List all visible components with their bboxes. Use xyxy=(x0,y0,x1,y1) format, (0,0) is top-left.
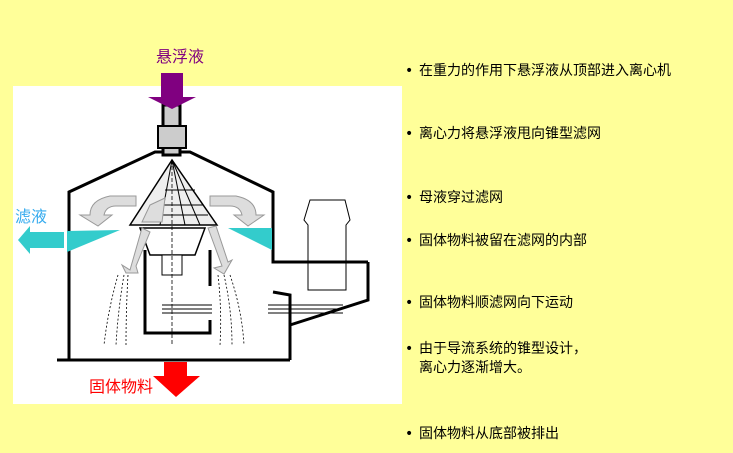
filtrate-label: 滤液 xyxy=(15,207,48,226)
bullet-item: • 固体物料顺滤网向下运动 xyxy=(405,294,573,313)
bullet-item: • 母液穿过滤网 xyxy=(405,189,503,208)
solids-label: 固体物料 xyxy=(89,377,154,396)
solids-arrow xyxy=(153,362,200,397)
gear-lines xyxy=(162,304,343,314)
solids-spray xyxy=(103,274,245,346)
bullet-item: • 离心力将悬浮液甩向锥型滤网 xyxy=(405,125,601,144)
bullet-dot: • xyxy=(405,126,414,142)
bullet-text-line2: 离心力逐渐增大。 xyxy=(419,360,531,376)
feed-arrow xyxy=(148,73,196,109)
rotor-hub xyxy=(138,227,207,256)
bullet-item: • 固体物料从底部被排出 xyxy=(405,425,559,444)
bullet-dot: • xyxy=(405,295,414,311)
flow-arrows xyxy=(78,195,266,275)
motor xyxy=(303,199,351,291)
feed-label: 悬浮液 xyxy=(156,47,205,66)
bullet-dot: • xyxy=(405,341,414,357)
centrifuge-housing xyxy=(57,150,370,362)
bullet-dot: • xyxy=(405,426,414,442)
filtrate-left xyxy=(67,230,120,252)
bullet-text: 固体物料被留在滤网的内部 xyxy=(419,233,587,249)
feed-distributor xyxy=(157,125,187,149)
bullet-text: 母液穿过滤网 xyxy=(419,190,503,206)
filtrate-right xyxy=(228,228,272,250)
bullet-dot: • xyxy=(405,63,414,79)
bullet-dot: • xyxy=(405,190,414,206)
filtrate-outlet-arrow xyxy=(18,226,64,254)
bullet-item: • 由于导流系统的锥型设计， 离心力逐渐增大。 xyxy=(405,340,587,378)
bullet-text: 固体物料从底部被排出 xyxy=(419,426,559,442)
bullet-item: • 固体物料被留在滤网的内部 xyxy=(405,232,587,251)
bullet-text: 固体物料顺滤网向下运动 xyxy=(419,295,573,311)
bullet-item: • 在重力的作用下悬浮液从顶部进入离心机 xyxy=(405,62,671,81)
bullet-text: 在重力的作用下悬浮液从顶部进入离心机 xyxy=(419,63,671,79)
bullet-text: 离心力将悬浮液甩向锥型滤网 xyxy=(419,126,601,142)
bullet-dot: • xyxy=(405,233,414,249)
bullet-text: 由于导流系统的锥型设计， xyxy=(419,341,587,357)
